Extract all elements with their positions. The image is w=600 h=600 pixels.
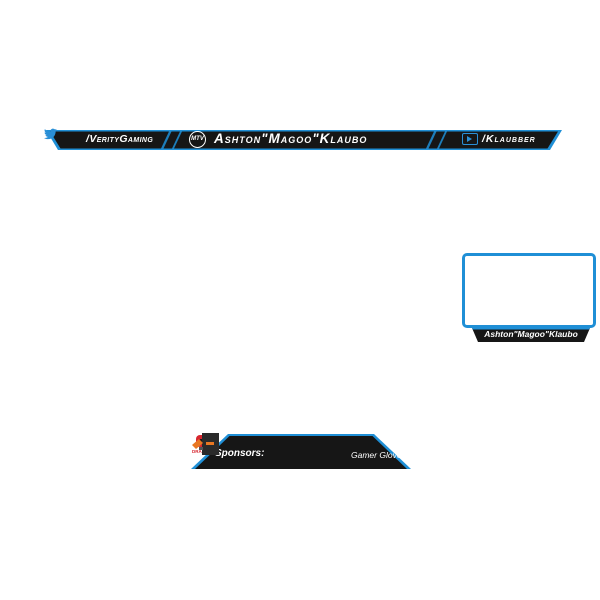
twitter-handle: /VerityGaming [86,133,154,145]
webcam-label: Ashton"Magoo"Klaubo [484,329,578,339]
sponsors-label: Sponsors: [215,448,265,459]
youtube-icon [462,133,478,145]
streamer-name: Ashton"Magoo"Klaubo [214,131,368,146]
top-banner: /VerityGaming MTV Ashton"Magoo"Klaubo /K… [44,128,564,152]
top-banner-shape [46,130,562,150]
webcam-frame [462,253,596,328]
controller-logo-text: DRACO [192,449,209,454]
mtv-logo: MTV [189,131,206,148]
gamer-gloves-label: Gamer Gloves [351,450,406,460]
gloves-logo [192,433,219,455]
webcam-label-bar: Ashton"Magoo"Klaubo [472,328,590,342]
twitter-icon [44,128,57,140]
sponsor-bar-shape [191,434,411,469]
sponsor-bar: Sponsors: DRACO Gamer Gloves [190,433,412,470]
webcam-label-shape [472,328,590,342]
youtube-handle: /Klaubber [482,133,536,145]
